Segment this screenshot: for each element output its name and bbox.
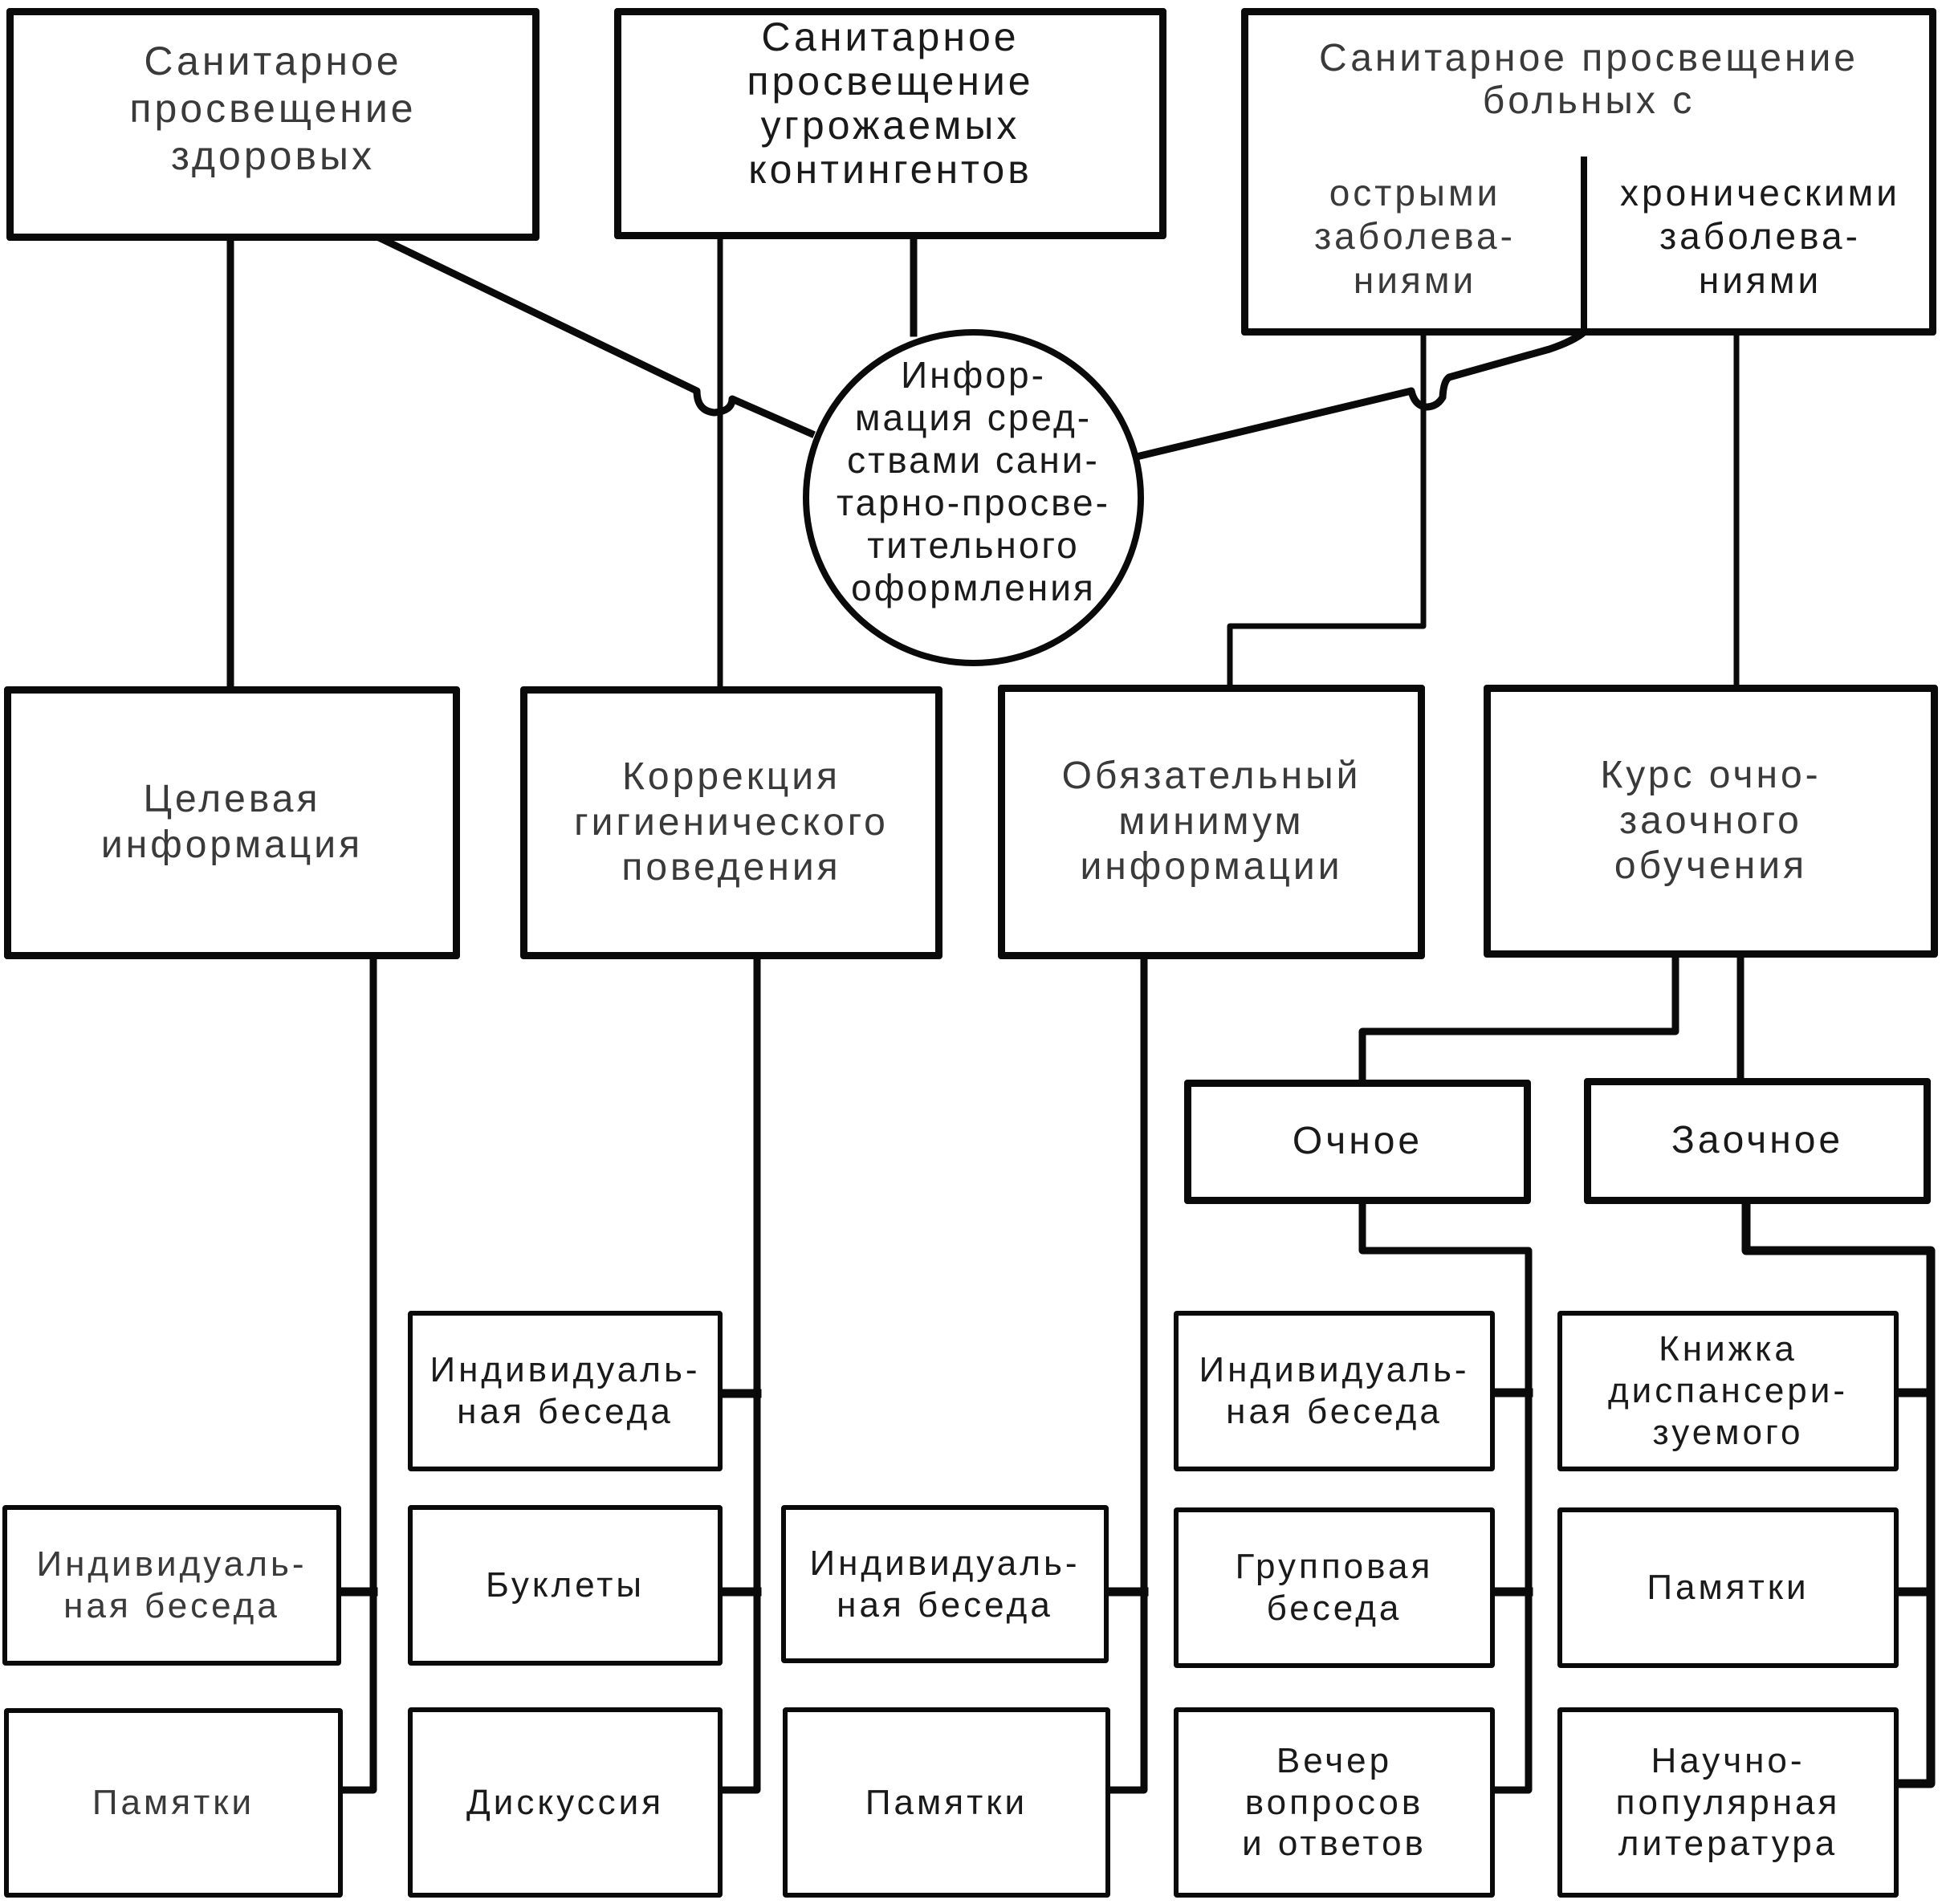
leaf-targeted-1-label: Индивидуаль- ная беседа: [36, 1544, 307, 1625]
leaf-distance-2-label: Памятки: [1647, 1568, 1810, 1608]
trunk-targeted: [333, 951, 377, 1794]
box-patients-divider: [1581, 157, 1587, 333]
box-distance-label: Заочное: [1671, 1119, 1844, 1162]
box-at-risk: Санитарное просвещение угрожаемых контин…: [614, 8, 1166, 239]
box-patients-title: Санитарное просвещение больных с: [1319, 37, 1858, 122]
leaf-distance-1-label: Книжка диспансери- зуемого: [1607, 1329, 1849, 1452]
leaf-distance-3-label: Научно- популярная литература: [1615, 1740, 1841, 1864]
leaf-fulltime-1-label: Индивидуаль- ная беседа: [1199, 1350, 1470, 1431]
connector-course-fulltime: [1358, 951, 1679, 1088]
leaf-correction-3: Дискуссия: [408, 1707, 723, 1898]
hub-circle: Инфор- мация сред- ствами сани- тарно-пр…: [803, 329, 1144, 666]
box-minimum: Обязательный минимум информации: [998, 685, 1425, 959]
leaf-fulltime-3-label: Вечер вопросов и ответов: [1242, 1740, 1427, 1864]
leaf-distance-2: Памятки: [1557, 1507, 1899, 1668]
leaf-distance-3: Научно- популярная литература: [1557, 1707, 1899, 1898]
box-patients-chronic-label: хроническими заболева- ниями: [1620, 172, 1900, 301]
box-healthy-label: Санитарное просвещение здоровых: [129, 38, 417, 178]
leaf-correction-1: Индивидуаль- ная беседа: [408, 1311, 723, 1471]
box-minimum-label: Обязательный минимум информации: [1061, 755, 1362, 889]
connector-acute-minimum: [1227, 329, 1427, 694]
box-targeted-label: Целевая информация: [100, 778, 364, 866]
trunk-fulltime: [1358, 1198, 1533, 1794]
leaf-minimum-2-label: Памятки: [865, 1782, 1028, 1822]
leaf-correction-2-label: Буклеты: [485, 1565, 645, 1605]
leaf-correction-3-label: Дискуссия: [466, 1782, 665, 1822]
box-patients-acute-label: острыми заболева- ниями: [1314, 172, 1516, 301]
leaf-minimum-2: Памятки: [783, 1707, 1110, 1898]
leaf-targeted-2-label: Памятки: [92, 1783, 255, 1823]
box-healthy: Санитарное просвещение здоровых: [6, 8, 539, 241]
box-targeted: Целевая информация: [4, 686, 460, 959]
trunk-correction: [714, 951, 761, 1794]
box-at-risk-label: Санитарное просвещение угрожаемых контин…: [747, 14, 1034, 192]
leaf-correction-2: Буклеты: [408, 1505, 723, 1666]
leaf-targeted-1: Индивидуаль- ная беседа: [2, 1505, 341, 1666]
connector-patients-hub: [1135, 327, 1590, 461]
leaf-correction-1-label: Индивидуаль- ная беседа: [430, 1350, 701, 1431]
box-correction-label: Коррекция гигиенического поведения: [574, 755, 889, 889]
box-distance: Заочное: [1584, 1078, 1931, 1204]
box-patients: Санитарное просвещение больных с: [1241, 8, 1936, 336]
leaf-fulltime-3: Вечер вопросов и ответов: [1174, 1707, 1495, 1898]
connector-healthy-hub: [372, 231, 816, 438]
leaf-fulltime-2: Групповая беседа: [1174, 1507, 1495, 1668]
trunk-distance: [1741, 1197, 1936, 1788]
box-patients-acute: острыми заболева- ниями: [1252, 171, 1578, 302]
trunk-minimum: [1104, 951, 1148, 1794]
leaf-minimum-1: Индивидуаль- ная беседа: [781, 1505, 1109, 1663]
leaf-targeted-2: Памятки: [4, 1708, 343, 1898]
leaf-fulltime-2-label: Групповая беседа: [1235, 1547, 1434, 1628]
leaf-distance-1: Книжка диспансери- зуемого: [1557, 1311, 1899, 1471]
hub-circle-label: Инфор- мация сред- ствами сани- тарно-пр…: [837, 354, 1110, 608]
box-correction: Коррекция гигиенического поведения: [520, 686, 942, 959]
leaf-minimum-1-label: Индивидуаль- ная беседа: [809, 1543, 1081, 1625]
box-fulltime: Очное: [1184, 1080, 1531, 1204]
leaf-fulltime-1: Индивидуаль- ная беседа: [1174, 1311, 1495, 1471]
box-patients-chronic: хроническими заболева- ниями: [1590, 171, 1931, 302]
box-fulltime-label: Очное: [1292, 1120, 1423, 1163]
box-course-label: Курс очно- заочного обучения: [1600, 754, 1822, 888]
box-course: Курс очно- заочного обучения: [1484, 685, 1938, 958]
